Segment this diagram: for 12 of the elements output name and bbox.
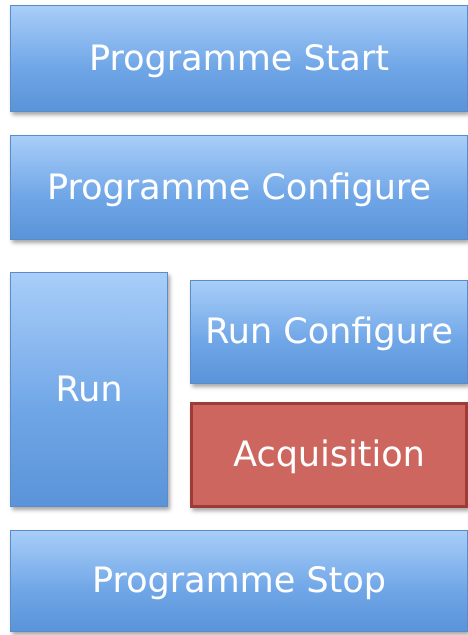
box-label: Run Configure [204,311,454,353]
process-box [10,272,168,507]
box-label: Programme Configure [46,166,432,208]
process-box [10,5,468,112]
box-label: Acquisition [232,434,426,476]
process-box [10,530,468,632]
process-box [10,135,468,240]
box-label: Programme Start [88,38,390,80]
box-label: Run [54,368,124,410]
process-box [190,402,468,508]
box-label: Programme Stop [91,560,387,602]
process-box [190,280,468,384]
